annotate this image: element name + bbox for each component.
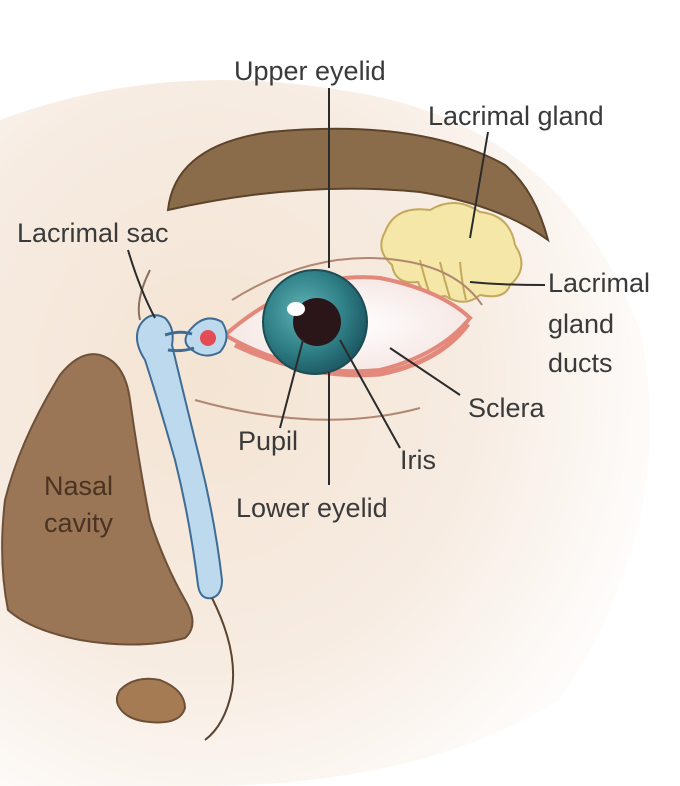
nasolacrimal-duct xyxy=(135,314,224,600)
label-iris: Iris xyxy=(400,445,436,475)
lacrimal-gland xyxy=(380,202,523,303)
pupil xyxy=(293,298,341,346)
label-nasal-cavity-line2: cavity xyxy=(44,508,114,538)
eyebrow xyxy=(166,127,550,243)
label-nasal-cavity-line1: Nasal xyxy=(44,471,113,501)
label-upper-eyelid: Upper eyelid xyxy=(234,56,386,86)
duct-outline xyxy=(204,597,235,741)
label-gland-ducts-line3: ducts xyxy=(548,348,613,378)
eye-highlight xyxy=(287,302,305,316)
label-gland-ducts-line1: Lacrimal xyxy=(548,268,650,298)
leader-lines xyxy=(127,88,546,485)
label-lacrimal-gland: Lacrimal gland xyxy=(428,101,604,131)
label-lacrimal-sac: Lacrimal sac xyxy=(17,218,169,248)
cheek-line xyxy=(137,269,151,321)
label-lower-eyelid: Lower eyelid xyxy=(236,493,388,523)
label-pupil: Pupil xyxy=(238,426,298,456)
canaliculus xyxy=(164,330,193,337)
canaliculus xyxy=(167,346,195,353)
label-gland-ducts-line2: gland xyxy=(548,309,614,339)
label-sclera: Sclera xyxy=(468,393,546,423)
nose xyxy=(1,353,194,646)
nostril xyxy=(115,677,187,724)
upper-lid-fold xyxy=(231,257,483,306)
lower-lid-rim xyxy=(233,322,471,378)
lacrimal-punctum xyxy=(184,317,228,357)
lower-lid-fold xyxy=(194,399,421,421)
